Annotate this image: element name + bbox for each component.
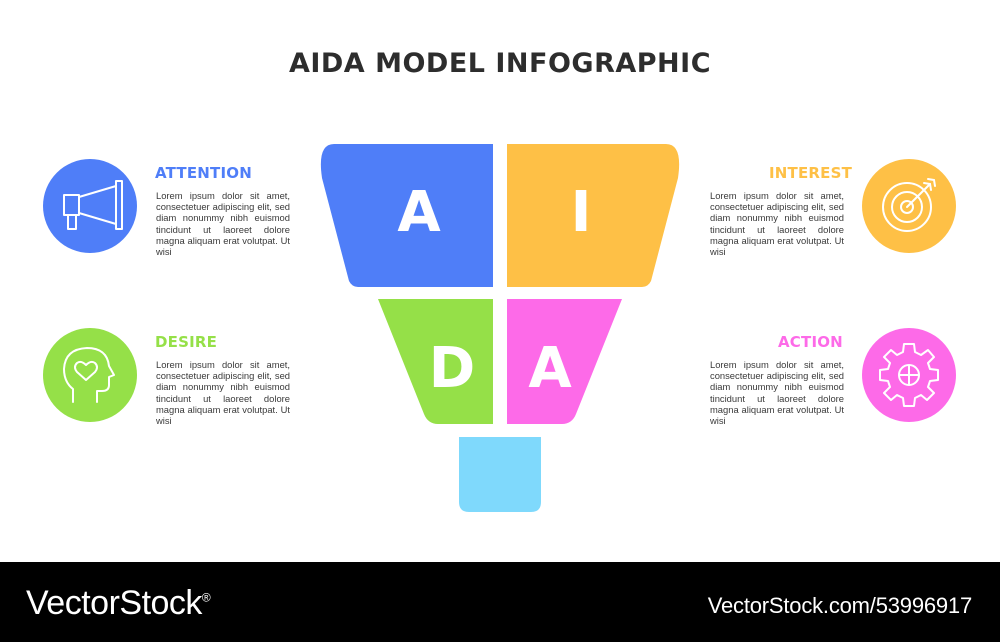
logo-text: VectorStock xyxy=(26,584,202,622)
funnel-letter-a-action: A xyxy=(528,336,572,401)
desire-icon-circle xyxy=(43,328,137,422)
page-title: AIDA MODEL INFOGRAPHIC xyxy=(288,48,712,79)
footer-bar: VectorStock® VectorStock.com/53996917 xyxy=(0,562,1000,642)
megaphone-icon xyxy=(63,180,123,230)
funnel-segment-desire xyxy=(378,299,493,424)
gear-icon xyxy=(879,343,939,407)
image-id-label: VectorStock.com/53996917 xyxy=(707,593,972,618)
head-heart-icon xyxy=(63,347,115,403)
funnel-spout xyxy=(459,437,541,512)
interest-icon-circle xyxy=(862,159,956,253)
action-heading: ACTION xyxy=(778,333,843,351)
funnel-segment-attention xyxy=(320,144,493,287)
attention-heading: ATTENTION xyxy=(155,164,252,182)
funnel-segment-interest xyxy=(507,144,680,287)
attention-description: Lorem ipsum dolor sit amet, consectetuer… xyxy=(156,190,290,258)
action-description: Lorem ipsum dolor sit amet, consectetuer… xyxy=(710,359,844,427)
target-icon xyxy=(882,178,936,232)
funnel-letter-d-desire: D xyxy=(429,336,475,401)
funnel-letter-a-attention: A xyxy=(397,180,441,245)
vectorstock-logo: VectorStock® xyxy=(26,584,211,623)
attention-icon-circle xyxy=(43,159,137,253)
registered-mark: ® xyxy=(201,590,211,605)
funnel-segment-action xyxy=(507,299,622,424)
desire-description: Lorem ipsum dolor sit amet, consectetuer… xyxy=(156,359,290,427)
funnel-letter-i-interest: I xyxy=(571,180,592,245)
interest-heading: INTEREST xyxy=(769,164,853,182)
action-icon-circle xyxy=(862,328,956,422)
desire-heading: DESIRE xyxy=(155,333,218,351)
interest-description: Lorem ipsum dolor sit amet, consectetuer… xyxy=(710,190,844,258)
